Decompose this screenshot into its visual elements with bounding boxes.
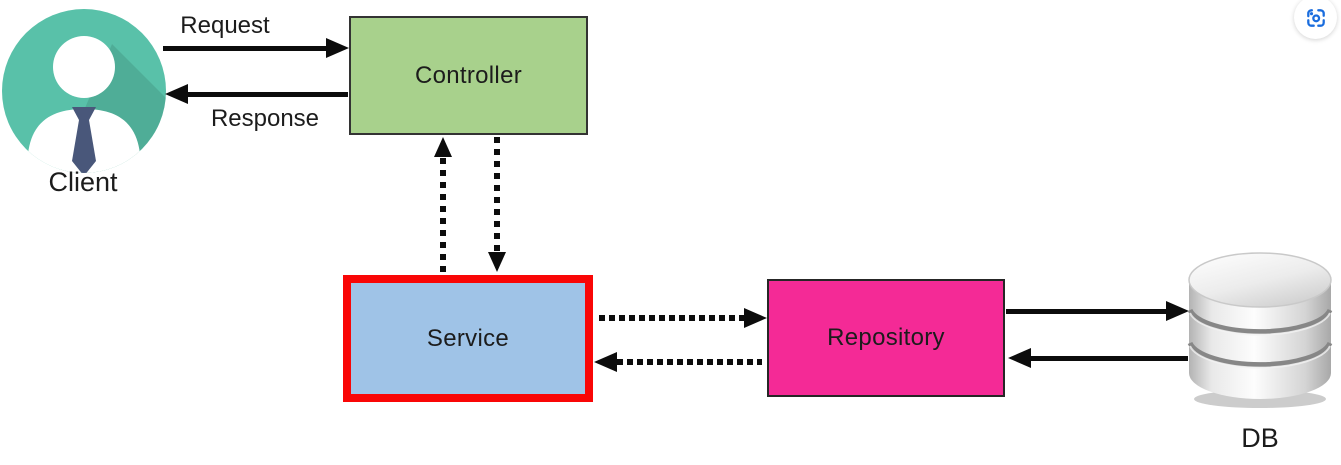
db-to-repository-arrowhead-icon: [1008, 348, 1031, 368]
service-to-controller-dashed-line: [440, 158, 446, 274]
service-label: Service: [426, 324, 510, 352]
repository-to-db-arrowhead-icon: [1166, 301, 1189, 321]
request-arrow-line: [163, 46, 326, 51]
controller-to-service-arrowhead-icon: [488, 252, 506, 272]
controller-to-service-dashed-line: [494, 137, 500, 251]
database-cylinder-icon: [1186, 250, 1334, 415]
service-node-highlighted: Service: [343, 275, 593, 402]
response-arrowhead-icon: [165, 84, 188, 104]
client-avatar-icon: [1, 4, 167, 181]
repository-to-db-arrow-line: [1006, 309, 1166, 314]
image-search-lens-icon: [1306, 8, 1325, 27]
db-to-repository-arrow-line: [1031, 356, 1188, 361]
db-label: DB: [1241, 423, 1279, 453]
service-to-repository-arrowhead-icon: [744, 308, 767, 328]
repository-to-service-dotted-line: [617, 359, 762, 365]
controller-node: Controller: [349, 16, 588, 135]
repository-to-service-arrowhead-icon: [594, 352, 617, 372]
request-edge-label: Request: [180, 12, 270, 39]
image-search-lens-button[interactable]: [1294, 0, 1337, 39]
response-arrow-line: [187, 92, 348, 97]
service-to-controller-arrowhead-icon: [434, 137, 452, 157]
repository-node: Repository: [767, 279, 1005, 397]
response-edge-label: Response: [210, 105, 320, 132]
client-label: Client: [48, 167, 118, 197]
repository-label: Repository: [827, 324, 945, 351]
request-arrowhead-icon: [326, 38, 349, 58]
controller-label: Controller: [414, 61, 523, 89]
service-to-repository-dotted-line: [599, 315, 745, 321]
